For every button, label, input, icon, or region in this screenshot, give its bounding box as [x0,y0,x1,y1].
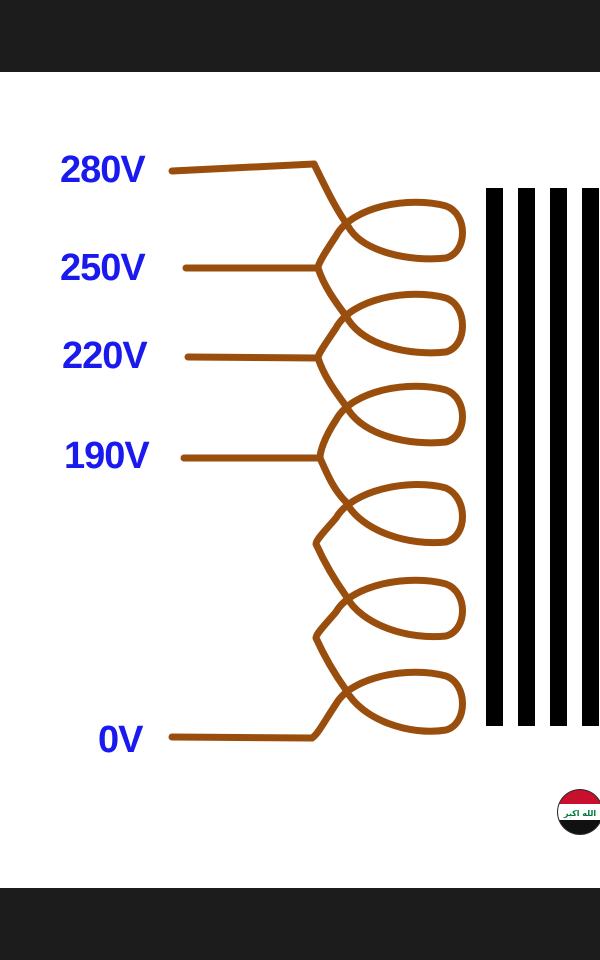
tap-label-190v: 190V [64,435,150,477]
tap-label-250v: 250V [60,247,146,289]
tap-lead-220v [184,353,322,362]
flag-script: الله اكبر [563,809,597,818]
bottom-black-bar [0,888,600,960]
tap-label-0v: 0V [98,719,144,761]
core-lamination-1 [486,188,503,726]
core-lamination-3 [550,188,567,726]
coil-winding [308,160,466,742]
transformer-core [486,188,599,726]
tap-leads [168,160,324,742]
tap-label-280v: 280V [60,149,146,191]
transformer-diagram: 280V 250V 220V 190V 0V الله اكبر [60,149,600,835]
tap-lead-280v [168,160,318,175]
tap-lead-0v [168,733,316,742]
top-black-bar [0,0,600,72]
core-lamination-2 [518,188,535,726]
core-lamination-4 [582,188,599,726]
diagram-canvas: 280V 250V 220V 190V 0V الله اكبر [0,72,600,888]
tap-label-220v: 220V [62,335,148,377]
iraq-flag-icon: الله اكبر [557,789,600,835]
